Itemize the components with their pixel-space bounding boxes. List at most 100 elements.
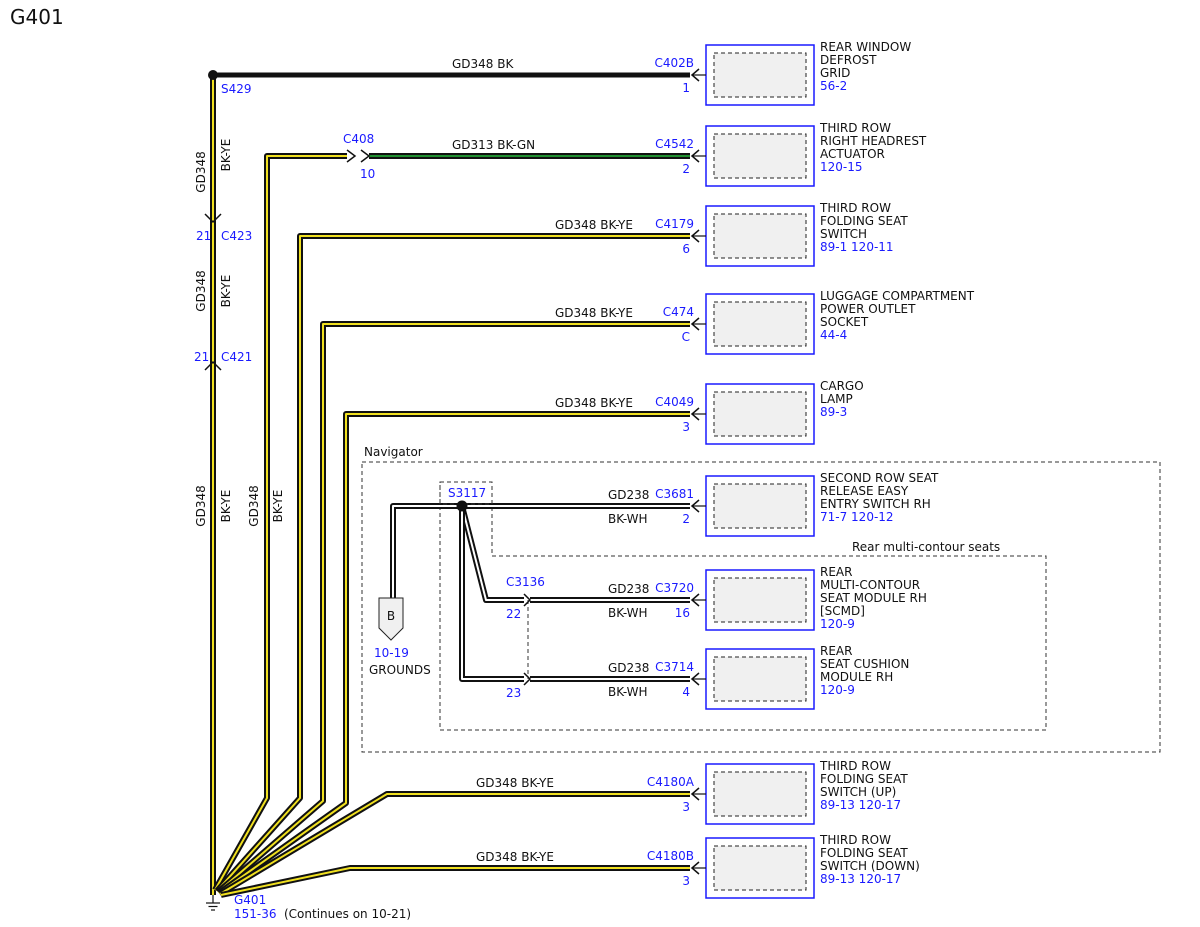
branch-circuit: GD348 — [247, 485, 261, 526]
component-name-line: ACTUATOR — [820, 147, 885, 161]
connector-id: C4542 — [655, 137, 694, 151]
component-name-line: DEFROST — [820, 53, 877, 67]
connector-pin: 3 — [682, 800, 690, 814]
ground-ref: 151-36 — [234, 907, 277, 921]
c3136-pin-22: 22 — [506, 607, 521, 621]
component-inner — [713, 845, 807, 891]
component-name-line: THIRD ROW — [819, 201, 891, 215]
c423-label: C423 — [221, 229, 252, 243]
connector-pin: 1 — [682, 81, 690, 95]
wire-label: GD313 BK-GN — [452, 138, 535, 152]
c421-label: C421 — [221, 350, 252, 364]
component-name-line: RELEASE EASY — [820, 484, 909, 498]
c408-label: C408 — [343, 132, 374, 146]
rear-multi-contour-label: Rear multi-contour seats — [852, 540, 1000, 554]
wire-circuit-label: GD238 — [608, 661, 649, 675]
component-name-line: ENTRY SWITCH RH — [820, 497, 931, 511]
component-inner — [713, 133, 807, 179]
component-name-line: [SCMD] — [820, 604, 865, 618]
c421-pin: 21 — [194, 350, 209, 364]
component-inner — [713, 301, 807, 347]
connector-id: C3720 — [655, 581, 694, 595]
component-refs: 71-7 120-12 — [820, 510, 894, 524]
component-inner — [713, 52, 807, 98]
c3136-label: C3136 — [506, 575, 545, 589]
trunk-mid-circuit: GD348 — [194, 270, 208, 311]
component-refs: 89-13 120-17 — [820, 872, 901, 886]
connector-pin: 6 — [682, 242, 690, 256]
c421-connector-icon[interactable] — [204, 360, 222, 371]
splice-s3117-label: S3117 — [448, 486, 486, 500]
wire-circuit-label: GD238 — [608, 582, 649, 596]
component-inner — [713, 213, 807, 259]
component-inner — [713, 483, 807, 529]
c408-pin: 10 — [360, 167, 375, 181]
component-inner — [713, 656, 807, 702]
grounds-ref-icon[interactable] — [378, 597, 404, 641]
component-name-line: REAR — [820, 644, 852, 658]
component-name-line: THIRD ROW — [819, 121, 891, 135]
splice-s429-dot[interactable] — [208, 70, 218, 80]
component-refs: 120-15 — [820, 160, 863, 174]
trunk-top-circuit: GD348 — [194, 151, 208, 192]
component-inner — [713, 771, 807, 817]
component-refs: 120-9 — [820, 617, 855, 631]
wire-s3117-c3136-22-stripe — [461, 505, 524, 601]
connector-id: C402B — [654, 56, 694, 70]
component-name-line: SWITCH — [820, 227, 867, 241]
c3136-pin-23: 23 — [506, 686, 521, 700]
wire-label: GD348 BK-YE — [555, 218, 633, 232]
wire-layer — [210, 72, 690, 898]
connector-pin: 2 — [682, 512, 690, 526]
wire-branch-c408-stripe — [214, 155, 347, 891]
c423-connector-icon[interactable] — [204, 213, 222, 224]
connector-pin: 3 — [682, 420, 690, 434]
c423-pin: 21 — [196, 229, 211, 243]
c408-connector-icon[interactable] — [346, 149, 371, 163]
component-name-line: RIGHT HEADREST — [820, 134, 927, 148]
wire-circuit-label: GD238 — [608, 488, 649, 502]
connector-id: C4179 — [655, 217, 694, 231]
wire-s3117-grounds-stripe — [392, 505, 462, 598]
component-name-line: LUGGAGE COMPARTMENT — [820, 289, 975, 303]
component-name-line: FOLDING SEAT — [820, 772, 908, 786]
wire-gd348-c4049-stripe — [218, 413, 690, 894]
wire-s3117-grounds[interactable] — [390, 503, 462, 598]
component-name-line: SECOND ROW SEAT — [820, 471, 939, 485]
wire-gd348-c4180b[interactable] — [220, 865, 690, 898]
component-name-line: SWITCH (DOWN) — [820, 859, 920, 873]
wire-gd348-c4180a-stripe — [219, 793, 690, 895]
connector-id: C474 — [663, 305, 694, 319]
wire-s3117-c3136-23-stripe — [461, 506, 524, 680]
wire-label: GD348 BK — [452, 57, 514, 71]
component-name-line: SEAT MODULE RH — [820, 591, 927, 605]
wire-color-label: BK-WH — [608, 512, 648, 526]
component-name-line: SOCKET — [820, 315, 869, 329]
wire-gd348-c474-stripe — [217, 323, 690, 893]
component-name-line: REAR — [820, 565, 852, 579]
navigator-frame — [361, 461, 1161, 753]
connector-id: C4180B — [647, 849, 694, 863]
component-name-line: LAMP — [820, 392, 853, 406]
splice-s429-label: S429 — [221, 82, 252, 96]
connector-pin: 2 — [682, 162, 690, 176]
wire-gd348-c4180b-stripe — [220, 867, 690, 896]
component-name-line: FOLDING SEAT — [820, 846, 908, 860]
c3136-connector-icon[interactable] — [523, 593, 532, 686]
connector-id: C3681 — [655, 487, 694, 501]
component-refs: 120-9 — [820, 683, 855, 697]
splice-s3117-dot[interactable] — [456, 500, 468, 512]
component-name-line: POWER OUTLET — [820, 302, 916, 316]
